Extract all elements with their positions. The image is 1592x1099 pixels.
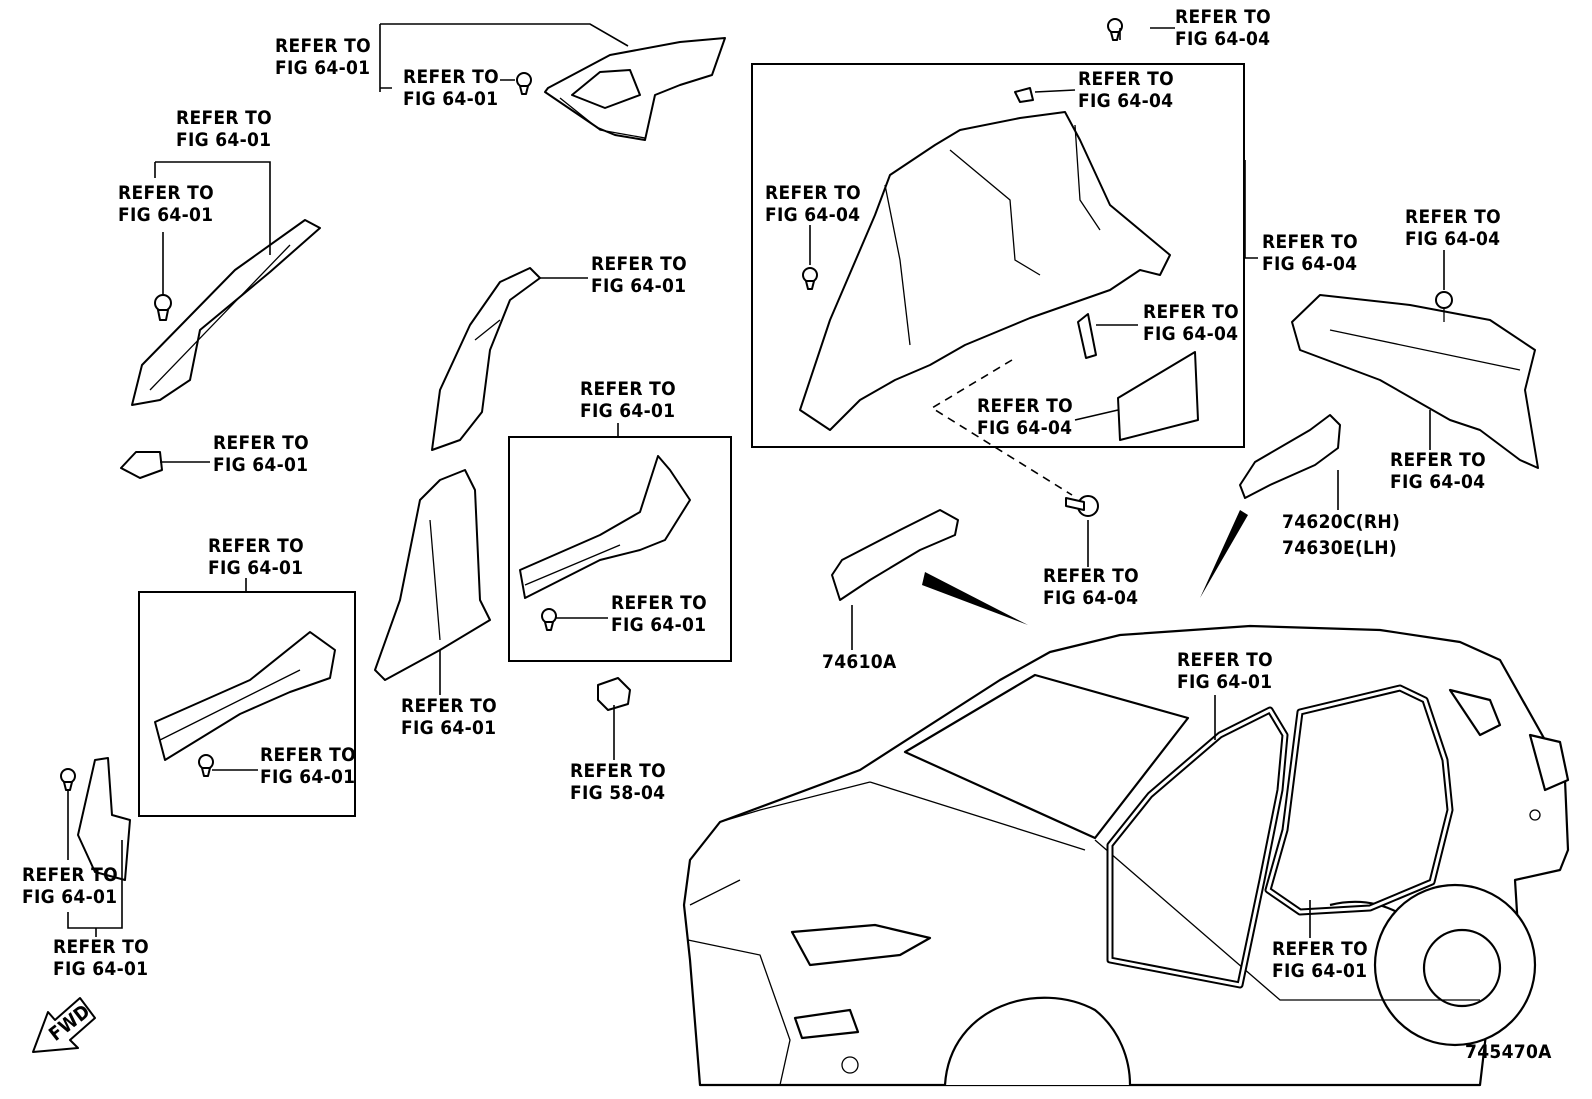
luggage-side-trim-panel (799, 111, 1171, 431)
fwd-arrow-icon: FWD (32, 997, 96, 1053)
bolt-dashed-guide (930, 359, 1073, 496)
part-number-74630e-lh: 74630E(LH) (1282, 537, 1397, 559)
b-pillar-lower-trim (374, 469, 491, 681)
top-clip-icon (1107, 18, 1123, 41)
a-pillar-small-piece (120, 451, 163, 479)
part-number-74610a: 74610A (822, 651, 897, 673)
rear-scuff-box (508, 436, 732, 662)
assist-grip-rear (1239, 414, 1341, 499)
luggage-cover-panel (1117, 351, 1199, 441)
luggage-clip-icon-top (1014, 87, 1034, 103)
grip-pointer-rear (1200, 510, 1248, 598)
back-door-clip-icon (1435, 291, 1453, 322)
luggage-bracket-icon (1077, 313, 1097, 359)
a-pillar-trim (131, 219, 321, 406)
quarter-window-clip-icon (516, 72, 532, 95)
a-pillar-clip-icon (154, 294, 172, 321)
vehicle-outline (682, 624, 1570, 1087)
assist-grip-front (831, 509, 959, 601)
switch-block-icon (597, 677, 631, 711)
front-door-opening-seal (1106, 706, 1289, 989)
luggage-trim-box (751, 63, 1245, 448)
luggage-clip-icon-left (802, 267, 818, 290)
quarter-window-trim (544, 37, 726, 141)
bolt-icon (1065, 495, 1099, 517)
cowl-clip-icon (60, 768, 76, 791)
grip-pointer-front (922, 572, 1028, 625)
rear-door-opening-seal (1264, 684, 1454, 916)
back-door-trim-panel (1291, 294, 1539, 469)
b-pillar-upper-trim (431, 267, 541, 451)
front-door-scuff-plate (154, 631, 336, 761)
cowl-side-trim (77, 757, 131, 881)
rear-scuff-clip-icon (541, 608, 557, 631)
leader-lines (67, 23, 1445, 938)
part-number-74620c-rh: 74620C(RH) (1282, 511, 1400, 533)
front-scuff-clip-icon (198, 754, 214, 777)
rear-door-scuff-plate (519, 455, 691, 599)
figure-code: 745470A (1465, 1041, 1552, 1063)
front-scuff-box (138, 591, 356, 817)
